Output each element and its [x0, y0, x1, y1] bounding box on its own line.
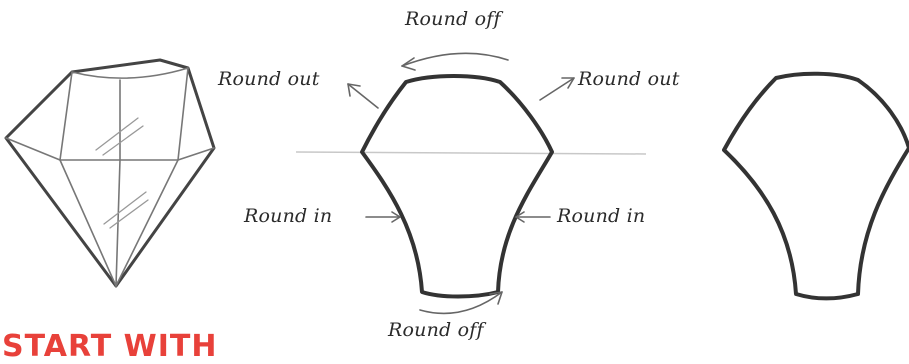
label-round-out-right: Round out [578, 68, 680, 90]
gem-facet-lines [6, 68, 214, 286]
gem-outline [6, 60, 214, 286]
label-round-in-right: Round in [557, 205, 645, 227]
gem-drawing-diagram: Round off Round out Round out Round in R… [0, 0, 909, 350]
label-round-off-bottom: Round off [388, 319, 484, 341]
gem-shine-marks [96, 118, 148, 228]
section-heading: START WITH [2, 329, 217, 364]
rounded-gem-silhouette-center [362, 76, 552, 297]
label-round-in-left: Round in [244, 205, 332, 227]
faceted-gem [6, 60, 214, 286]
arrow-round-in-left [366, 212, 400, 222]
arrow-round-out-right [540, 78, 574, 100]
rounded-gem-silhouette-right [724, 74, 909, 299]
pencil-sketches [0, 0, 909, 350]
arrow-round-off-top [402, 53, 508, 70]
label-round-off-top: Round off [405, 8, 501, 30]
label-round-out-left: Round out [218, 68, 320, 90]
arrow-round-in-right [516, 212, 550, 222]
horizontal-guide-line [296, 152, 646, 154]
arrow-round-out-left [348, 84, 378, 108]
